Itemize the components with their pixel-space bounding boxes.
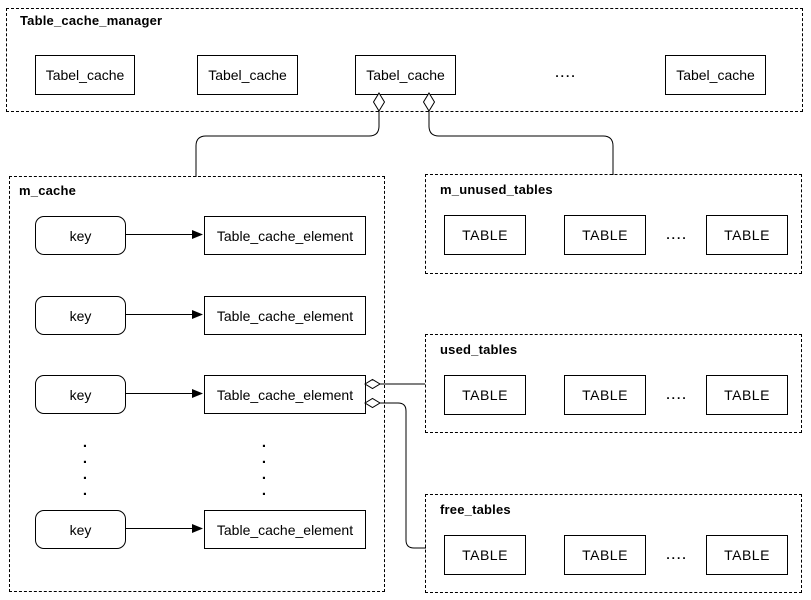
horizontal-ellipsis: ....: [666, 548, 688, 562]
table-box: TABLE: [706, 215, 788, 255]
vertical-ellipsis-keys: . . . .: [82, 434, 88, 499]
tabel-cache-box: Tabel_cache: [355, 55, 456, 95]
table-cache-element-box: Table_cache_element: [204, 296, 366, 335]
section-title-table-cache-manager: Table_cache_manager: [20, 13, 163, 28]
vertical-ellipsis-elements: . . . .: [261, 434, 267, 499]
table-box: TABLE: [564, 375, 646, 415]
table-cache-element-box: Table_cache_element: [204, 510, 366, 549]
section-title-m-unused-tables: m_unused_tables: [440, 182, 553, 197]
key-box: key: [35, 375, 126, 414]
key-box: key: [35, 296, 126, 335]
table-box: TABLE: [706, 375, 788, 415]
table-box: TABLE: [444, 215, 526, 255]
key-box: key: [35, 510, 126, 549]
key-box: key: [35, 216, 126, 255]
connector-tabelcache-to-m-unused-tables: [428, 111, 614, 175]
section-free-tables: free_tables TABLE TABLE .... TABLE: [425, 494, 802, 593]
tabel-cache-box: Tabel_cache: [665, 55, 766, 95]
horizontal-ellipsis: ....: [666, 228, 688, 242]
section-title-m-cache: m_cache: [19, 183, 77, 198]
table-box: TABLE: [444, 375, 526, 415]
section-m-unused-tables: m_unused_tables TABLE TABLE .... TABLE: [425, 174, 802, 274]
horizontal-ellipsis: ....: [666, 388, 688, 402]
section-table-cache-manager: Table_cache_manager Tabel_cache Tabel_ca…: [6, 8, 803, 112]
horizontal-ellipsis: ....: [555, 66, 577, 80]
section-title-used-tables: used_tables: [440, 342, 518, 357]
section-used-tables: used_tables TABLE TABLE .... TABLE: [425, 334, 802, 433]
table-cache-element-box: Table_cache_element: [204, 216, 366, 255]
table-box: TABLE: [444, 535, 526, 575]
table-box: TABLE: [564, 535, 646, 575]
table-cache-element-box: Table_cache_element: [204, 375, 366, 414]
section-m-cache: m_cache key Table_cache_element key Tabl…: [9, 176, 385, 592]
table-box: TABLE: [564, 215, 646, 255]
connector-element-to-free-tables: [380, 402, 426, 549]
tabel-cache-box: Tabel_cache: [35, 55, 135, 95]
table-box: TABLE: [706, 535, 788, 575]
tabel-cache-box: Tabel_cache: [197, 55, 298, 95]
connector-tabelcache-to-m-cache: [195, 111, 380, 177]
section-title-free-tables: free_tables: [440, 502, 511, 517]
